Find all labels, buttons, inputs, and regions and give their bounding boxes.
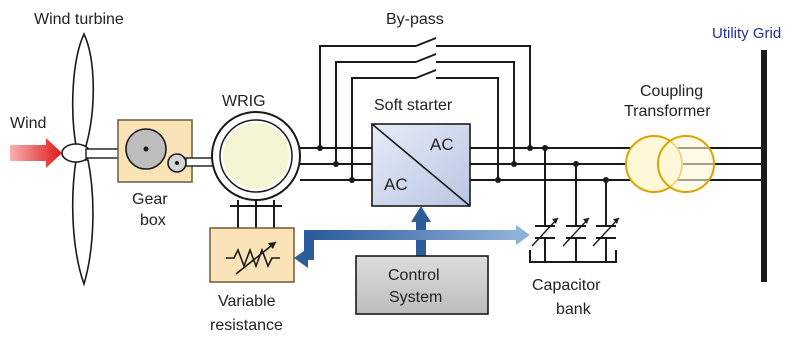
control-system: Control System bbox=[355, 255, 489, 315]
utility-grid: Utility Grid bbox=[712, 25, 781, 282]
small-gear-axle bbox=[175, 161, 179, 165]
control-to-softstarter-arrow bbox=[411, 206, 431, 222]
upper-blade bbox=[71, 32, 95, 147]
wind-label: Wind bbox=[10, 115, 46, 132]
transformer-label: Transformer bbox=[624, 103, 711, 120]
bank-label: bank bbox=[556, 301, 592, 318]
junction-dots bbox=[317, 145, 609, 183]
control-left-stem bbox=[304, 230, 314, 260]
system-label: System bbox=[389, 289, 442, 306]
resistor-icon bbox=[226, 247, 280, 269]
resistance-label: resistance bbox=[210, 317, 283, 334]
soft-starter: Soft starter AC AC bbox=[371, 97, 471, 207]
capacitor-a bbox=[531, 214, 559, 250]
wrig-label: WRIG bbox=[222, 93, 266, 110]
bypass-loop-b bbox=[335, 53, 515, 164]
resistor-arrow-head bbox=[268, 242, 276, 249]
converter-diagonal bbox=[371, 123, 471, 207]
wind-turbine-label: Wind turbine bbox=[34, 11, 124, 28]
wind-arrow-icon bbox=[10, 138, 62, 168]
utility-grid-label: Utility Grid bbox=[712, 25, 781, 42]
capacitor-c bbox=[592, 214, 620, 250]
gear-label: Gear bbox=[132, 191, 168, 208]
ac-bottom-label: AC bbox=[384, 175, 408, 194]
wrig-generator: WRIG bbox=[211, 93, 301, 201]
control-to-capacitor-arrow bbox=[516, 225, 530, 245]
control-system-block bbox=[355, 255, 489, 315]
control-bus-arrow bbox=[312, 230, 516, 240]
control-label: Control bbox=[388, 267, 440, 284]
bypass-label: By-pass bbox=[386, 11, 444, 28]
bypass-loop-a bbox=[319, 37, 531, 148]
capacitor-bank: Capacitor bank bbox=[531, 214, 620, 318]
capacitor-b bbox=[562, 214, 590, 250]
cap-star-bus bbox=[529, 250, 617, 263]
box-label: box bbox=[140, 212, 166, 229]
transformer-secondary-winding bbox=[657, 135, 715, 193]
variable-label: Variable bbox=[218, 293, 276, 310]
coupling-label: Coupling bbox=[640, 83, 703, 100]
wind-input: Wind bbox=[10, 115, 62, 168]
resistor-adjust-arrow bbox=[235, 241, 277, 275]
soft-starter-label: Soft starter bbox=[374, 97, 453, 114]
control-to-resistance-arrow bbox=[294, 248, 308, 268]
variable-resistance: Variable resistance bbox=[209, 227, 295, 334]
control-signals bbox=[294, 206, 530, 268]
large-gear-axle bbox=[143, 146, 149, 152]
capacitor-adjust-arrows bbox=[552, 218, 619, 224]
coupling-transformer: Coupling Transformer bbox=[624, 83, 715, 193]
ac-top-label: AC bbox=[430, 135, 454, 154]
capacitor-label: Capacitor bbox=[532, 277, 601, 294]
bypass-loop-c bbox=[351, 69, 499, 180]
generator-rotor bbox=[223, 123, 289, 189]
gear-box: Gear box bbox=[117, 119, 193, 229]
wind-turbine: Wind turbine bbox=[34, 11, 127, 287]
lower-blade bbox=[71, 159, 94, 287]
